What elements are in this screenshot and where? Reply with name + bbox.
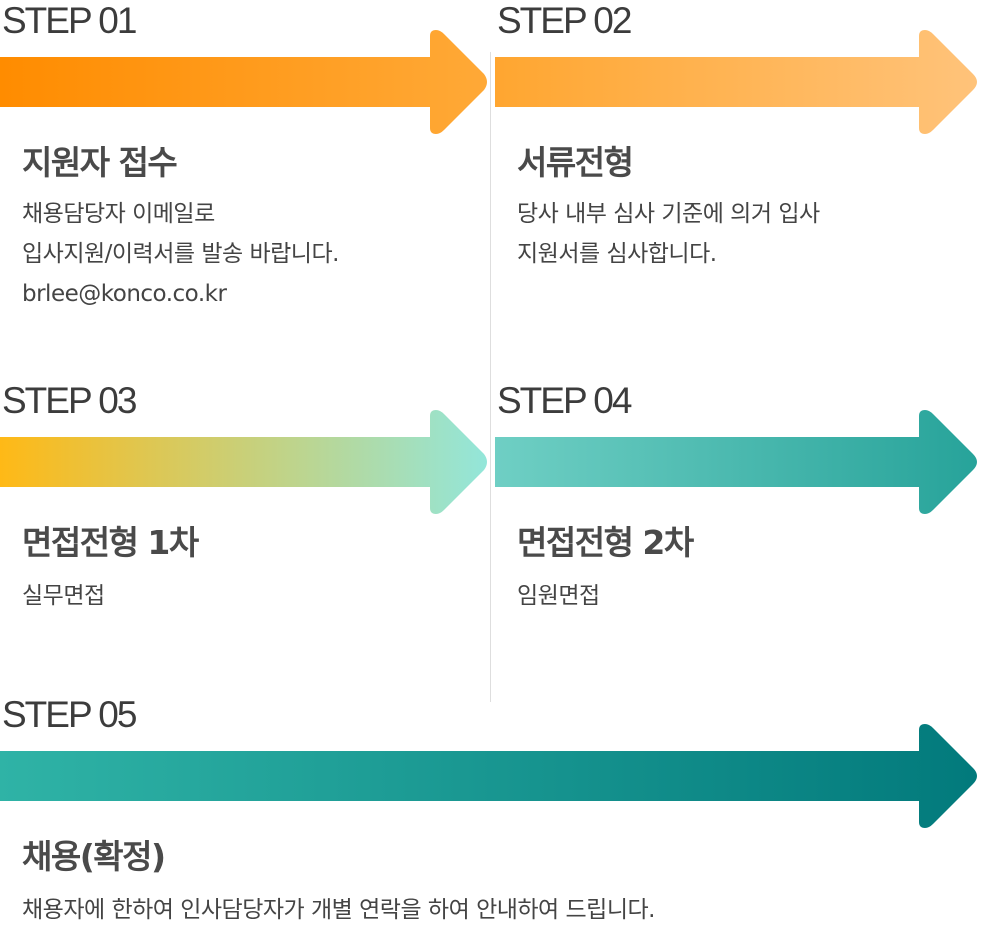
step-05-description: 채용자에 한하여 인사담당자가 개별 연락을 하여 안내하여 드립니다. — [22, 890, 655, 930]
step-01-arrow — [0, 30, 490, 134]
step-02-arrow — [495, 30, 985, 134]
step-05-desc-line: 채용자에 한하여 인사담당자가 개별 연락을 하여 안내하여 드립니다. — [22, 897, 655, 923]
step-01-email-link[interactable]: brlee@konco.co.kr — [22, 281, 227, 307]
step-02-label: STEP 02 — [497, 0, 632, 41]
step-03-title: 면접전형 1차 — [22, 523, 199, 562]
step-05-title: 채용(확정) — [22, 837, 166, 876]
step-04-description: 임원면접 — [517, 576, 600, 616]
step-04-label: STEP 04 — [497, 380, 632, 421]
step-03-label: STEP 03 — [2, 380, 137, 421]
step-01-desc-line: 입사지원/이력서를 발송 바랍니다. — [22, 241, 339, 267]
step-02-title: 서류전형 — [517, 143, 634, 182]
step-04-arrow — [495, 410, 985, 514]
step-03-arrow — [0, 410, 490, 514]
step-02-description: 당사 내부 심사 기준에 의거 입사 지원서를 심사합니다. — [517, 194, 820, 274]
step-05-arrow — [0, 724, 985, 828]
step-04-desc-line: 임원면접 — [517, 583, 600, 609]
step-01-description: 채용담당자 이메일로 입사지원/이력서를 발송 바랍니다. brlee@konc… — [22, 194, 339, 314]
step-02-desc-line: 지원서를 심사합니다. — [517, 241, 717, 267]
step-01-desc-line: 채용담당자 이메일로 — [22, 201, 215, 227]
column-divider — [490, 52, 491, 702]
step-04-title: 면접전형 2차 — [517, 523, 694, 562]
step-01-label: STEP 01 — [2, 0, 137, 41]
step-05-label: STEP 05 — [2, 694, 137, 735]
step-03-description: 실무면접 — [22, 576, 105, 616]
step-01-title: 지원자 접수 — [22, 143, 178, 182]
step-03-desc-line: 실무면접 — [22, 583, 105, 609]
step-02-desc-line: 당사 내부 심사 기준에 의거 입사 — [517, 201, 820, 227]
